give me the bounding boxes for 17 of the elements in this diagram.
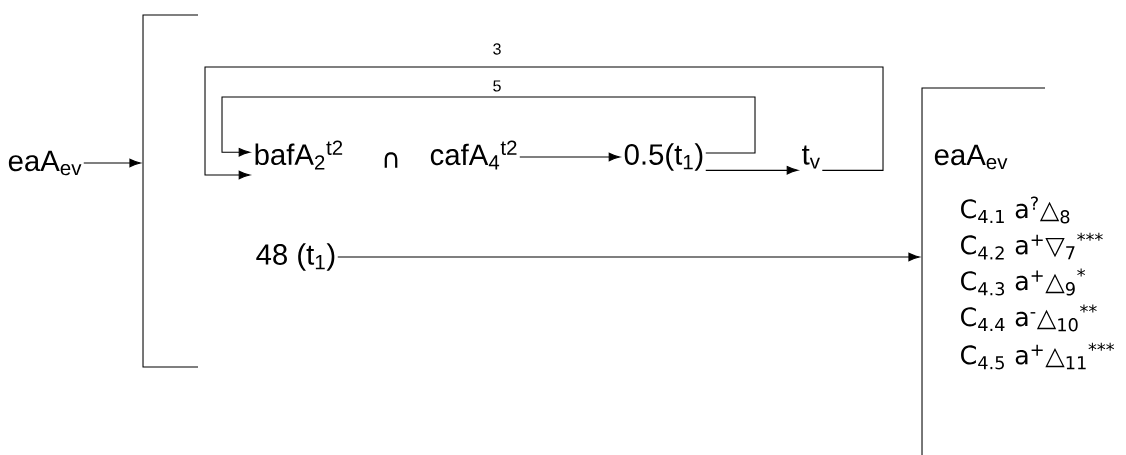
edge-label: 3 xyxy=(491,42,503,56)
bracket xyxy=(142,14,199,368)
term: 0.5(t$_{1}$) xyxy=(624,143,703,171)
edge-label: 5 xyxy=(491,79,503,93)
arrow xyxy=(705,166,799,175)
arrow xyxy=(83,158,141,168)
bracket-box: eaA$_{ev}$ C$_{4.1}$ a$^{?}$△$_{8}$ C$_{4.2}$ a$^{+}$▽$_{7}$*** C$_{4.3}$ a$^{+}$△$_{9}$* C$_{4.4}$ a$^{-}$△$_{10}$** C$_{4.5}$ a$^{+}$△$_{11}$*** xyxy=(921,87,1115,455)
term: cafA$_{4}$t2 xyxy=(430,140,517,170)
intersection-sign: ∩ xyxy=(384,152,398,168)
term: eaA$_{ev}$ xyxy=(8,150,82,176)
arrow xyxy=(519,152,621,162)
arrow xyxy=(204,66,884,180)
arrow xyxy=(337,252,920,262)
arrow xyxy=(221,96,756,157)
term: t$_{v}$ xyxy=(802,145,820,169)
term: 48 (t$_{1}$) xyxy=(256,243,335,271)
term: bafA$_{2}$t2 xyxy=(255,140,343,170)
